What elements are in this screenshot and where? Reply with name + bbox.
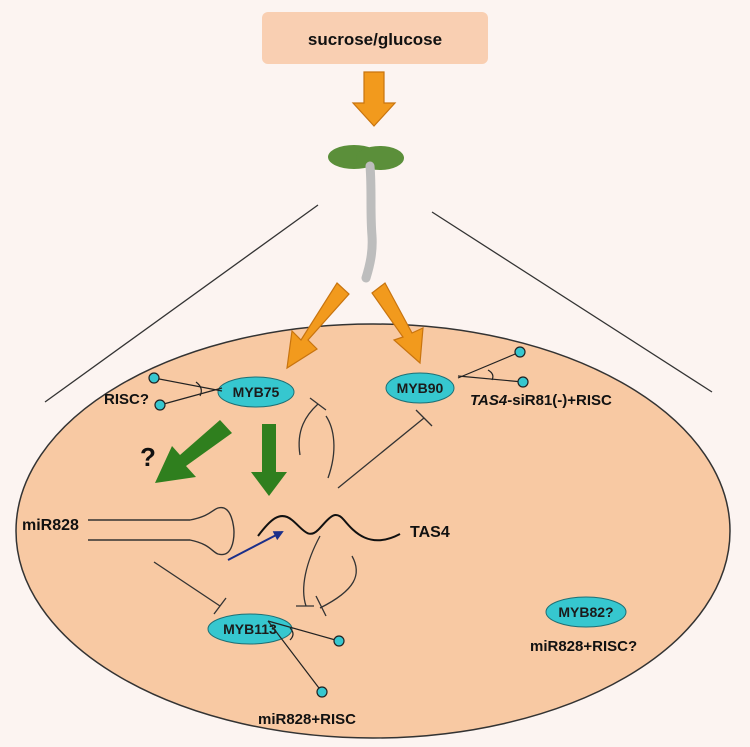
myb75-node: MYB75 xyxy=(217,376,295,408)
mir828-hairpin xyxy=(88,507,235,556)
question-mark-label: ? xyxy=(140,442,156,472)
cell xyxy=(15,323,731,739)
myb113-node: MYB113 xyxy=(207,613,293,645)
mir828-risc-label: miR828+RISC xyxy=(258,711,356,728)
tas4-label: TAS4 xyxy=(410,524,450,541)
risc-question-label: RISC? xyxy=(104,391,149,408)
risc-scissors-myb90 xyxy=(457,346,529,388)
myb113-label: MYB113 xyxy=(223,621,277,637)
tas4-prefix: TAS4 xyxy=(470,392,508,409)
myb90-label: MYB90 xyxy=(397,380,444,396)
mir828-to-tas4-arrow xyxy=(227,531,284,561)
tas4-suffix: -siR81(-)+RISC xyxy=(507,392,612,409)
myb90-node: MYB90 xyxy=(385,372,455,404)
seedling-icon xyxy=(328,145,404,283)
myb82-node: MYB82? xyxy=(545,596,627,628)
zoom-line-left xyxy=(44,204,319,403)
risc-scissors-myb113 xyxy=(267,620,345,698)
arrow-to-myb90 xyxy=(371,282,424,365)
mir828-label: miR828 xyxy=(22,517,79,534)
tas4-transcript xyxy=(257,514,401,542)
input-arrow xyxy=(351,71,397,127)
risc-scissors-myb75 xyxy=(148,372,223,411)
sucrose-glucose-label: sucrose/glucose xyxy=(308,30,442,49)
myb75-to-mir828-arrow xyxy=(155,420,232,483)
mir828-risc-q-label: miR828+RISC? xyxy=(530,638,637,655)
sucrose-glucose-box: sucrose/glucose xyxy=(262,12,488,64)
arrow-to-myb75 xyxy=(286,282,350,370)
zoom-line-right xyxy=(431,211,713,393)
myb82-label: MYB82? xyxy=(558,604,613,620)
myb75-label: MYB75 xyxy=(233,384,280,400)
tas4-sir81-label: TAS4-siR81(-)+RISC xyxy=(470,392,612,409)
myb75-to-tas4-arrow xyxy=(251,424,287,496)
inhibition-lines xyxy=(153,397,433,617)
